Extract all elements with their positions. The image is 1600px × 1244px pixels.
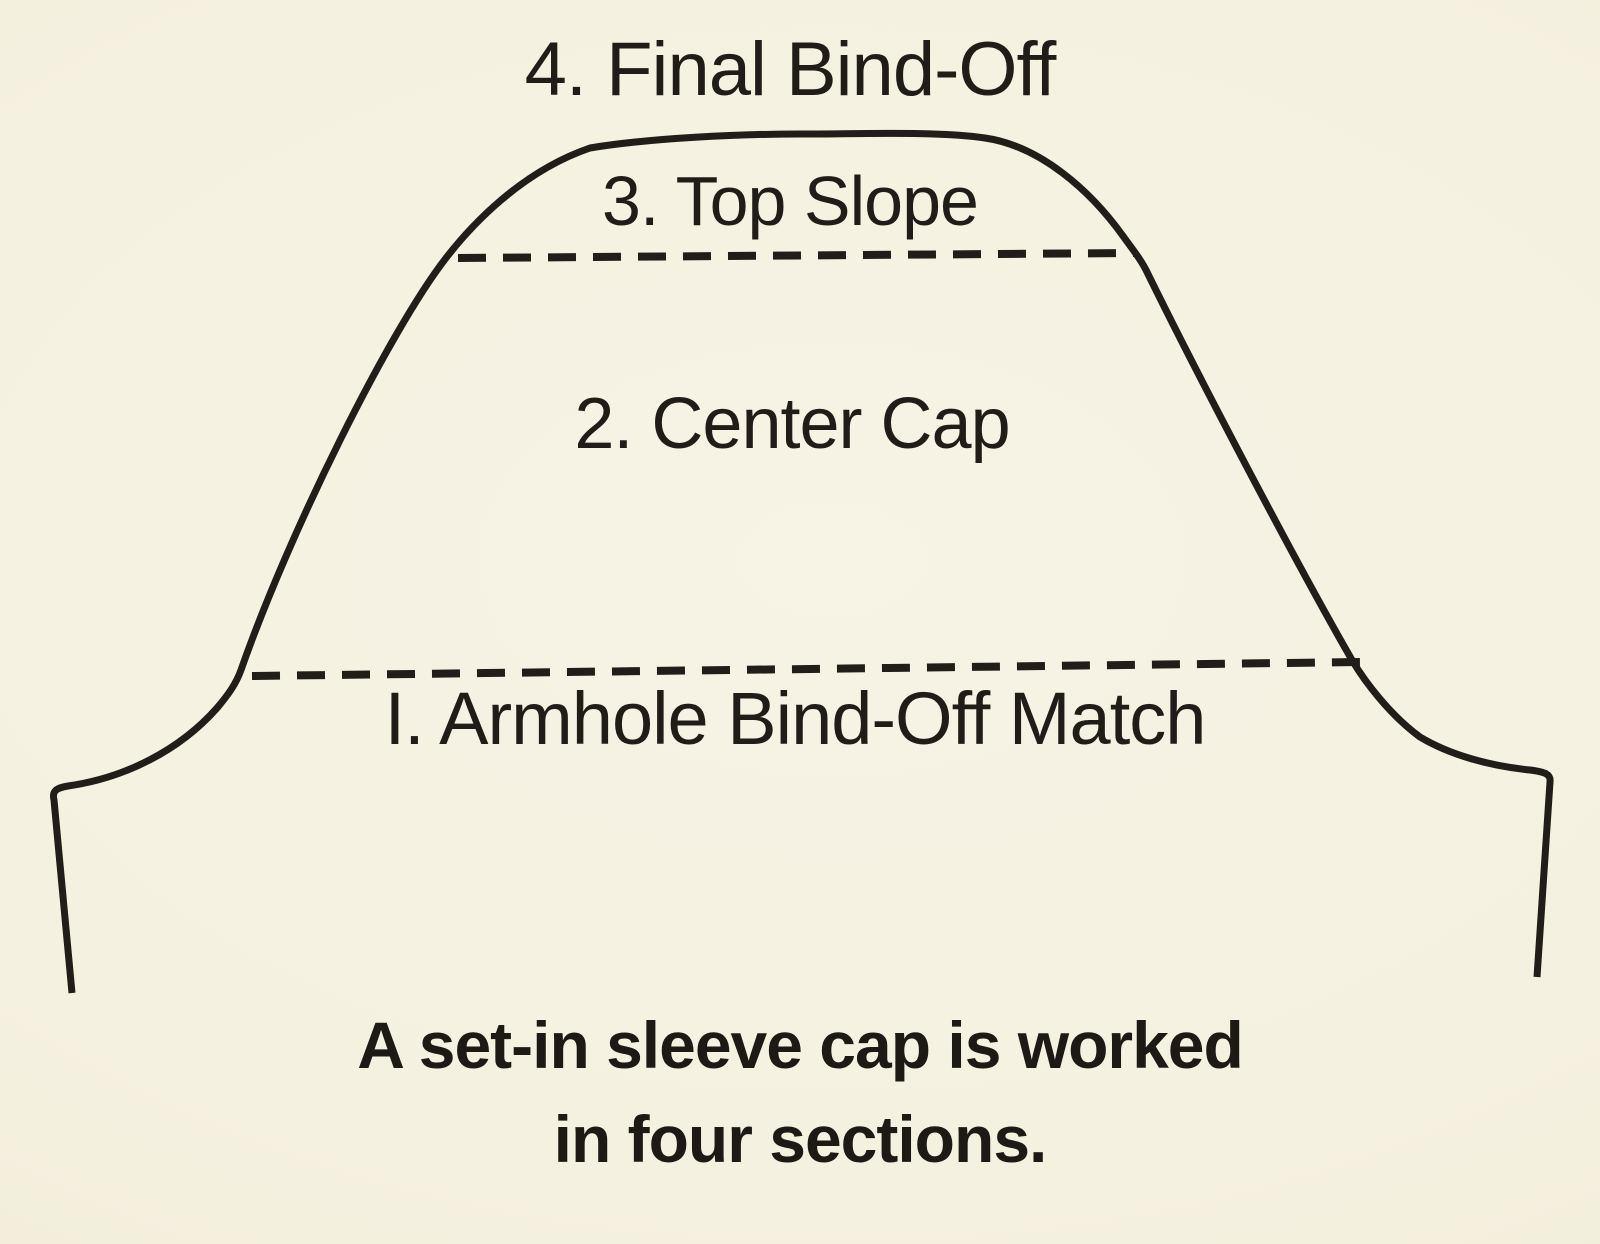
section-label-armhole-bind-off-match: I. Armhole Bind-Off Match [384,677,1207,760]
caption-line-1: A set-in sleeve cap is worked [357,1008,1244,1082]
section-label-center-cap: 2. Center Cap [574,384,1010,464]
caption-line-2: in four sections. [553,1102,1048,1176]
sleeve-cap-outline [49,129,1554,994]
section-label-top-slope: 3. Top Slope [602,162,979,240]
dashed-divider-bottom [251,658,1363,680]
section-label-final-bind-off: 4. Final Bind-Off [524,27,1057,112]
dashed-divider-top [457,249,1136,262]
